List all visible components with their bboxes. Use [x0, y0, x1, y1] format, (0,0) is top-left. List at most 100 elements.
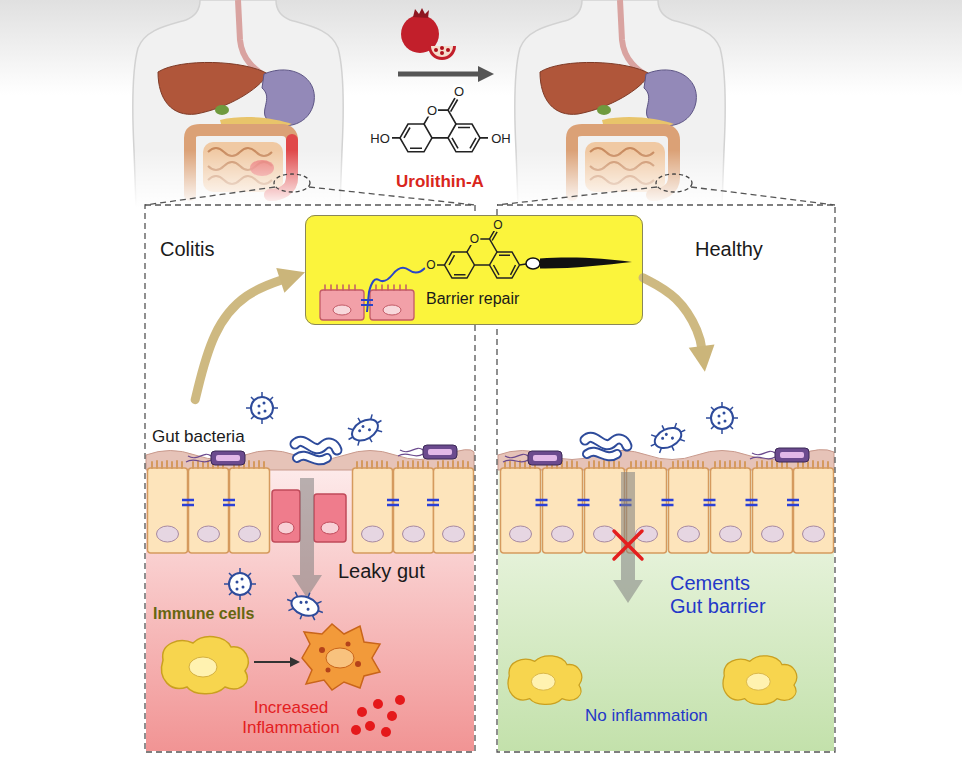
molecule: [437, 230, 526, 278]
molecule: [404, 128, 476, 149]
immune-cell: [723, 656, 797, 705]
epithelial-cell: [669, 461, 709, 553]
paintbrush: [540, 257, 632, 268]
atom-label: O: [425, 259, 436, 271]
box-label: Barrier repair: [426, 290, 519, 308]
epithelial-cell: [585, 461, 625, 553]
bacterium: [246, 392, 278, 424]
nucleus: [383, 305, 401, 315]
nucleus: [321, 522, 339, 534]
bacterium: [342, 408, 389, 451]
tight-junction: [704, 500, 716, 505]
bacterium: [645, 417, 691, 458]
transform-arrowhead: [478, 66, 494, 82]
calm-label: No inflammation: [585, 706, 708, 726]
tight-junction: [387, 500, 399, 505]
bacterium: [186, 451, 245, 465]
leak-arrow: [292, 478, 322, 598]
epithelial-cell: [353, 461, 393, 553]
arrowhead: [689, 344, 715, 371]
cytokines: [351, 695, 405, 737]
curved-arrow: [643, 278, 714, 372]
epithelial-cell: [189, 461, 229, 553]
seed: [446, 48, 450, 52]
activated-immune-cell: [319, 647, 325, 653]
repair-box-fill: [305, 215, 643, 325]
tight-junction: [578, 500, 590, 505]
atom-label: O: [453, 85, 465, 98]
fade: [110, 150, 370, 207]
activated-immune-cell: [302, 624, 380, 690]
atom-label: HO: [369, 132, 391, 145]
fade: [492, 150, 752, 207]
immune-cell: [162, 637, 249, 694]
epithelial-cell: [711, 461, 751, 553]
blocked-arrow: [613, 472, 643, 603]
immune-cell: [508, 656, 582, 705]
brush-ferrule: [526, 258, 540, 269]
panel-heading: Colitis: [160, 238, 214, 261]
molecule: [449, 255, 516, 275]
molecule: [437, 264, 526, 265]
molecule: [490, 230, 498, 240]
activated-immune-cell: [326, 648, 354, 668]
tight-junction: [746, 500, 758, 505]
tight-junction: [182, 500, 194, 505]
pomegranate-slice: [428, 46, 456, 60]
seed: [440, 46, 444, 50]
tight-junction: [536, 500, 548, 505]
molecule: [392, 98, 488, 152]
cytokines: [395, 695, 405, 705]
disease-panel: ColitisGut bacteriaLeaky gutImmune cells…: [145, 205, 475, 752]
epithelial-cell: [753, 461, 793, 553]
cell-icon: [320, 290, 364, 320]
cytokines: [387, 711, 397, 721]
zoom-ring: [274, 174, 310, 192]
epithelial-cell: [230, 461, 270, 553]
bacterium: [706, 402, 738, 434]
arrow-shaft: [643, 278, 703, 354]
cytokines: [381, 727, 391, 737]
activated-immune-cell: [355, 661, 361, 667]
molecule: [448, 98, 458, 112]
cytokines: [373, 699, 383, 709]
bacterium: [750, 448, 809, 462]
activated-immune-cell: [346, 642, 351, 647]
epithelial-cell: [543, 461, 583, 553]
repair-box: Barrier repair: [305, 215, 643, 325]
activated-immune-cell: [302, 624, 380, 690]
bacterium: [295, 441, 337, 460]
bacterium: [503, 451, 562, 465]
atom-label: O: [492, 219, 503, 231]
epithelial-cell: [394, 461, 434, 553]
linker-chain: [367, 268, 425, 312]
bacterium: [224, 568, 256, 600]
epithelial-cell: [794, 461, 834, 553]
activated-immune-cell: [326, 668, 331, 673]
epithelial-cell: [434, 461, 474, 553]
tight-junction: [427, 500, 439, 505]
atom-label: OH: [490, 132, 512, 145]
transform-arrow: [398, 72, 480, 77]
immune-label: Immune cells: [153, 605, 254, 623]
leak-label: Leaky gut: [338, 560, 425, 583]
bacterium: [282, 586, 327, 625]
bacterium: [585, 437, 627, 456]
activation-arrow: [254, 661, 291, 663]
pomegranate-crown: [413, 8, 429, 18]
atom-label: O: [469, 233, 480, 245]
bacterium: [282, 586, 327, 625]
zoom-lines: [145, 187, 835, 205]
arrowhead: [276, 268, 305, 293]
tight-junction: [223, 500, 235, 505]
cytokines: [365, 721, 375, 731]
epithelial-cell: [501, 461, 541, 553]
bacterium: [342, 408, 389, 451]
arrow-shaft: [195, 278, 288, 400]
nucleus: [333, 305, 351, 315]
bacterium: [398, 445, 457, 459]
compound-name: Urolithin-A: [395, 173, 485, 190]
epithelial-cell: [148, 461, 188, 553]
